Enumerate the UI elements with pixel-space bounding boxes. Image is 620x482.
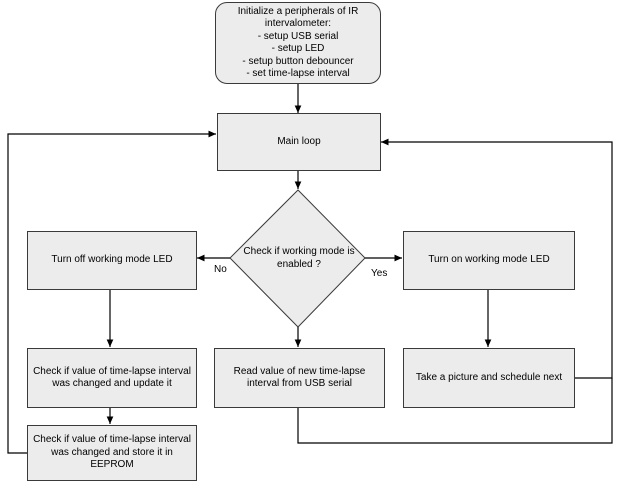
led-off-node: Turn off working mode LED <box>27 231 197 290</box>
check-update-text: Check if value of time-lapse interval wa… <box>33 365 191 390</box>
read-serial-node: Read value of new time-lapse interval fr… <box>214 348 385 408</box>
init-text: Initialize a peripherals of IR intervalo… <box>237 5 359 80</box>
decision-text: Check if working mode is enabled ? <box>243 246 355 270</box>
edge-take-picture-to-main <box>381 138 613 379</box>
take-picture-node: Take a picture and schedule next <box>403 348 575 408</box>
main-loop-node: Main loop <box>217 113 381 171</box>
check-update-node: Check if value of time-lapse interval wa… <box>27 348 197 408</box>
edge-label-yes: Yes <box>371 268 388 279</box>
check-store-text: Check if value of time-lapse interval wa… <box>33 434 191 471</box>
edge-read-serial-to-loop <box>297 378 613 444</box>
init-node: Initialize a peripherals of IR intervalo… <box>215 2 381 84</box>
take-picture-text: Take a picture and schedule next <box>415 371 563 383</box>
edge-label-no: No <box>214 264 227 275</box>
check-store-node: Check if value of time-lapse interval wa… <box>27 425 197 481</box>
led-off-text: Turn off working mode LED <box>51 254 173 266</box>
main-loop-text: Main loop <box>277 135 321 147</box>
led-on-text: Turn on working mode LED <box>428 254 550 266</box>
edge-check-store-to-main <box>7 130 216 454</box>
led-on-node: Turn on working mode LED <box>403 231 575 290</box>
read-serial-text: Read value of new time-lapse interval fr… <box>233 365 366 390</box>
